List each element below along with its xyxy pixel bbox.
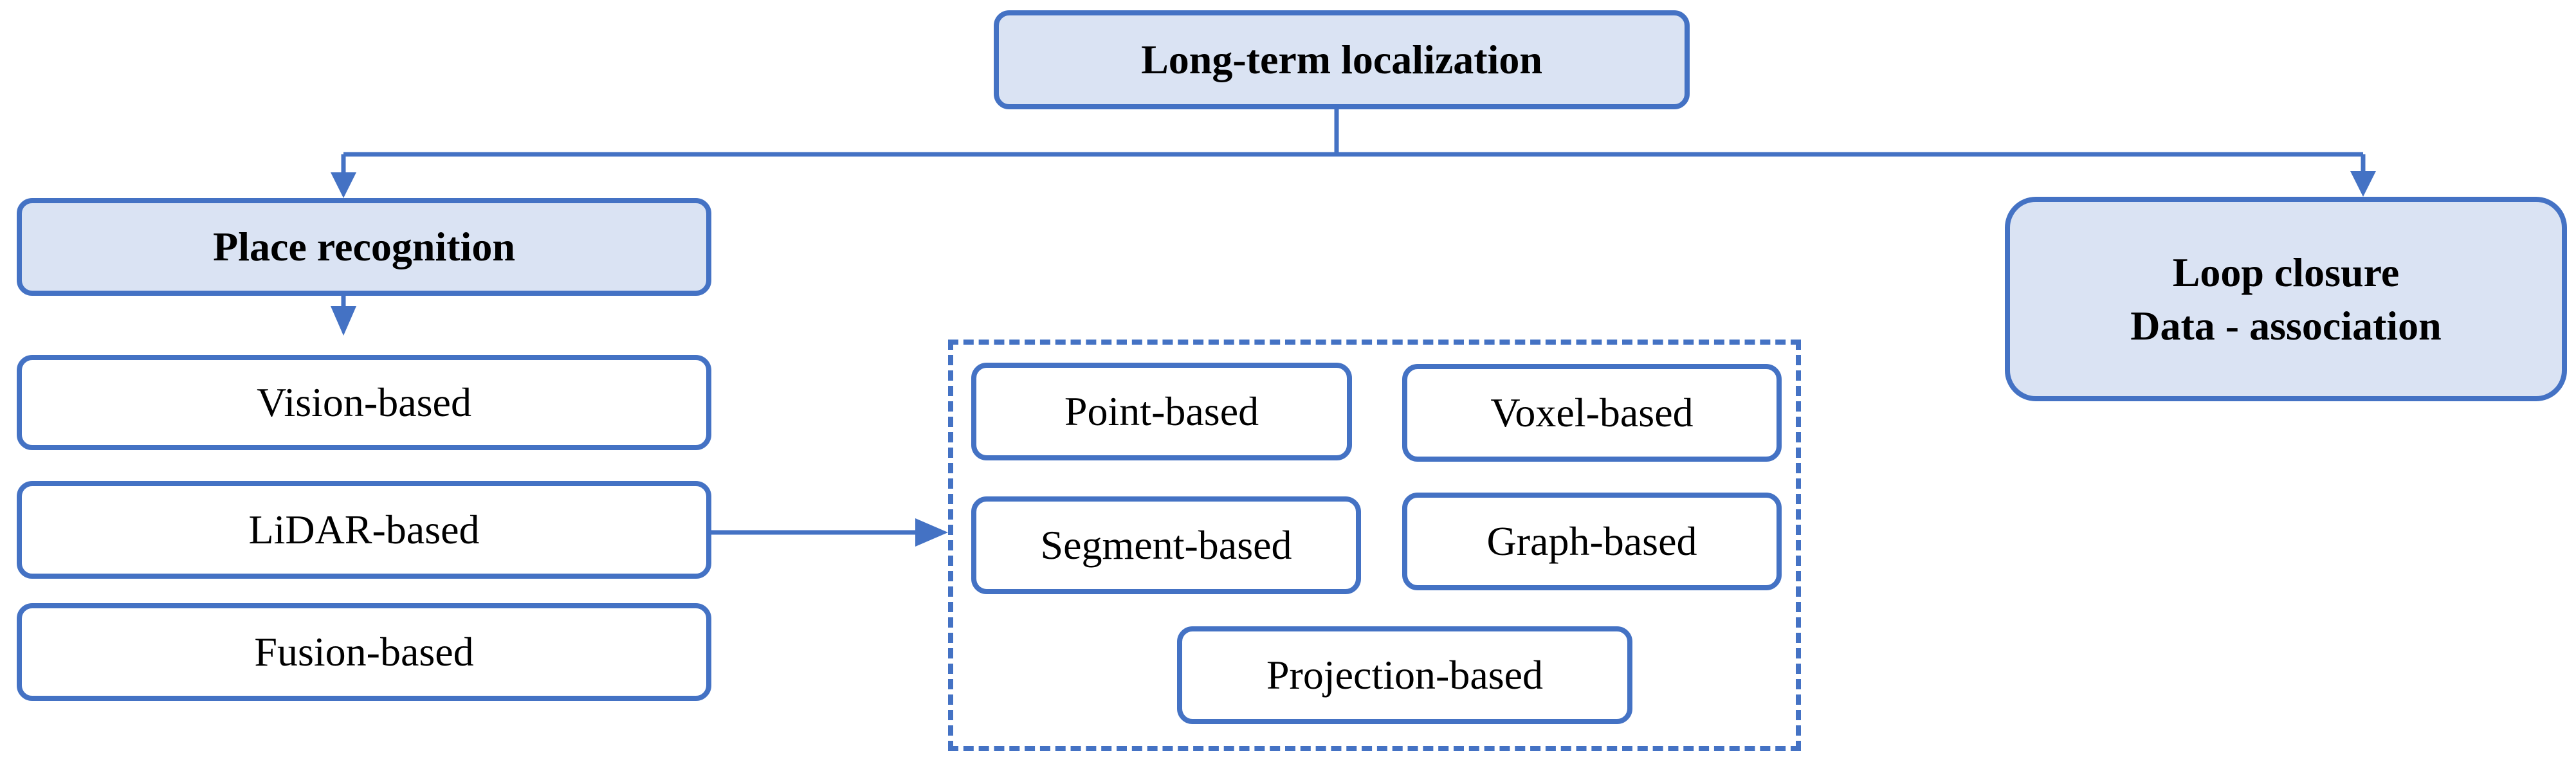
lidar-methods-group [948,340,1801,751]
place-recognition-label: Place recognition [213,224,515,270]
projection-based-label: Projection-based [1266,652,1544,698]
place-recognition-node: Place recognition [17,198,711,296]
long-term-localization-node: Long-term localization [994,10,1690,109]
graph-based-label: Graph-based [1486,518,1697,565]
arrowhead-lidar-methods [915,518,948,547]
arrowhead-place-recognition [331,172,356,198]
fusion-based-label: Fusion-based [254,629,474,675]
loop-closure-node: Loop closure Data - association [2005,197,2567,401]
lidar-based-label: LiDAR-based [248,507,480,553]
lidar-based-node: LiDAR-based [17,481,711,579]
fusion-based-node: Fusion-based [17,603,711,701]
long-term-localization-label: Long-term localization [1141,37,1542,83]
segment-based-label: Segment-based [1040,522,1292,568]
projection-based-node: Projection-based [1177,626,1632,724]
arrowhead-loop-closure [2350,171,2376,197]
voxel-based-node: Voxel-based [1402,364,1782,462]
graph-based-node: Graph-based [1402,493,1782,590]
point-based-node: Point-based [971,363,1352,460]
point-based-label: Point-based [1064,388,1259,435]
voxel-based-label: Voxel-based [1490,390,1694,436]
vision-based-node: Vision-based [17,355,711,450]
arrowhead-categories [331,306,356,336]
segment-based-node: Segment-based [971,496,1361,594]
vision-based-label: Vision-based [257,379,471,426]
data-association-label: Data - association [2130,303,2442,349]
loop-closure-label: Loop closure [2172,249,2400,295]
